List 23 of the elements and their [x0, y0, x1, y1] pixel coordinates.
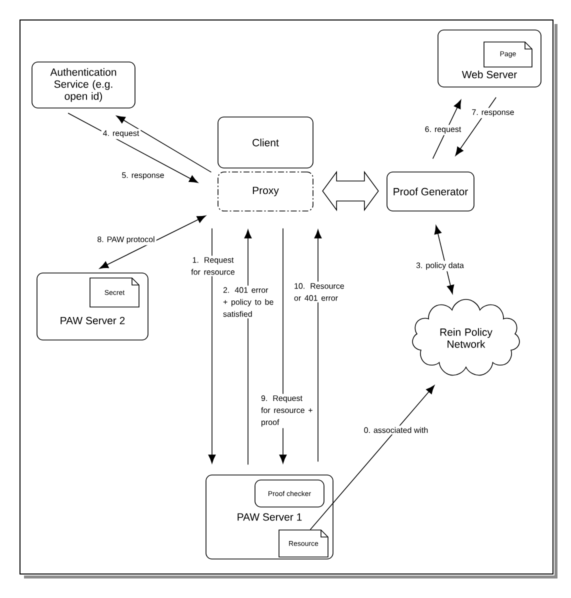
arrow: [99, 215, 206, 269]
arrow: [432, 100, 462, 160]
arrow: [208, 228, 216, 464]
process-box: Proof Generator: [386, 172, 474, 212]
edge-label: 5. response: [120, 170, 166, 182]
edge-label: 1. Request for resource: [186, 256, 240, 276]
process-box: Client: [218, 116, 314, 168]
arrow: [68, 112, 198, 183]
edge-label: 3. policy data: [414, 260, 466, 272]
arrow: [455, 96, 496, 156]
arrow: [310, 385, 435, 530]
process-box: Authentication Service (e.g. open id): [32, 62, 136, 108]
arrow: [314, 230, 322, 462]
double-arrow: [322, 170, 379, 212]
edge-label: 7. response: [470, 108, 516, 118]
edge-label: 8. PAW protocol: [96, 234, 156, 246]
arrow: [434, 225, 454, 294]
edge-label: 0. associated with: [362, 426, 430, 434]
dashed-box: Proxy: [218, 172, 314, 212]
edge-label: 9. Request for resource + proof: [260, 394, 314, 428]
arrow: [116, 116, 212, 173]
edge-label: 10. Resource or 401 error: [292, 282, 352, 302]
edge-label: 2. 401 error + policy to be satisfied: [222, 286, 276, 318]
